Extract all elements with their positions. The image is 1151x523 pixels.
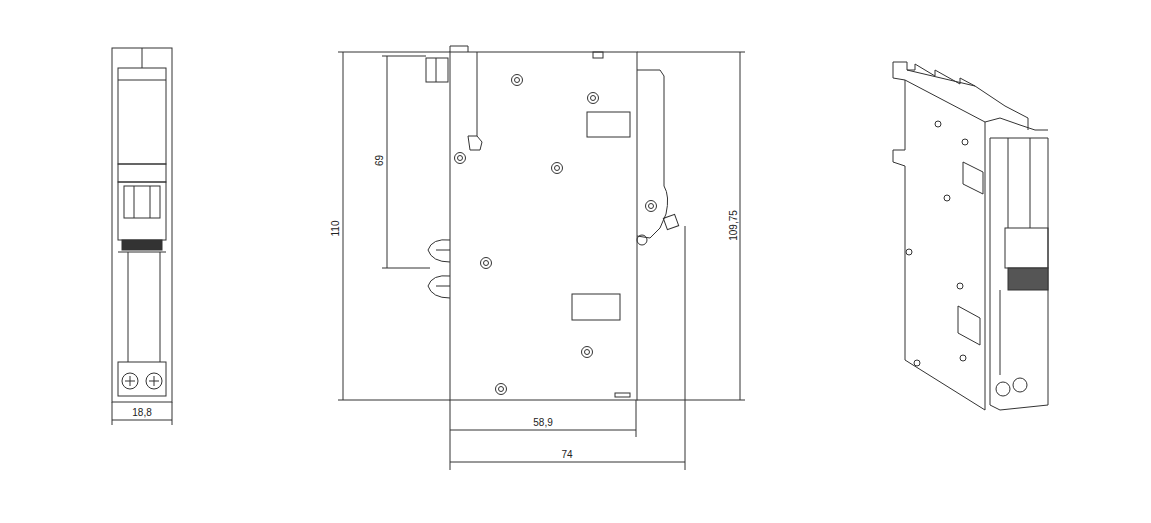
perspective-view-part: [960, 355, 966, 361]
front-view-part: [146, 373, 162, 389]
front-view-part: [130, 376, 131, 386]
side-view-part: [477, 52, 478, 136]
side-view-part: [450, 400, 451, 470]
perspective-view-part: [944, 195, 950, 201]
side-view-part: [515, 78, 520, 83]
perspective-view-part: [958, 306, 980, 345]
front-view-part: [150, 186, 151, 218]
side-view-part: [637, 235, 647, 245]
front-view-part: [122, 240, 162, 250]
side-view-part: [450, 430, 636, 431]
side-view-part: [593, 52, 603, 58]
front-view-part: [112, 420, 172, 421]
side-view: [338, 46, 745, 470]
perspective-view-part: [963, 162, 983, 194]
side-view-part: [649, 204, 654, 209]
dimension-label: 109,75: [728, 209, 739, 242]
side-view-part: [450, 462, 685, 463]
side-view-part: [740, 52, 741, 400]
side-view-part: [555, 166, 560, 171]
side-view-part: [572, 294, 620, 320]
side-view-part: [591, 96, 596, 101]
side-view-part: [481, 258, 492, 269]
perspective-view-part: [1008, 138, 1009, 228]
side-view-part: [436, 58, 437, 82]
dimension-label: 18,8: [131, 407, 152, 418]
dimension-label: 74: [560, 449, 573, 460]
side-view-part: [343, 52, 344, 400]
side-view-part: [338, 400, 450, 401]
perspective-view-part: [935, 121, 941, 127]
side-view-part: [587, 112, 630, 137]
side-view-part: [436, 250, 450, 251]
side-view-part: [436, 286, 450, 287]
front-view-part: [112, 48, 172, 402]
perspective-view-part: [905, 80, 985, 410]
side-view-part: [450, 52, 637, 400]
side-view-part: [428, 276, 450, 298]
side-view-part: [458, 156, 463, 161]
side-view-part: [636, 400, 637, 437]
side-view-part: [499, 387, 504, 392]
perspective-view-part: [1005, 228, 1048, 268]
perspective-view: [893, 62, 1048, 410]
side-view-part: [455, 153, 466, 164]
perspective-view-part: [1030, 138, 1031, 228]
perspective-view-part: [990, 138, 1048, 410]
perspective-view-part: [906, 249, 912, 255]
front-view-part: [118, 252, 166, 253]
side-view-part: [426, 58, 448, 82]
perspective-view-part: [957, 283, 963, 289]
front-view-part: [134, 186, 135, 218]
front-view-part: [118, 164, 166, 182]
front-view-part: [122, 373, 138, 389]
perspective-view-part: [996, 382, 1010, 396]
side-view-part: [663, 214, 678, 229]
dimension-label: 58,9: [532, 417, 553, 428]
side-view-part: [685, 226, 686, 470]
front-view-part: [172, 402, 173, 425]
side-view-part: [585, 350, 590, 355]
front-view: [112, 48, 172, 425]
side-view-part: [646, 201, 657, 212]
side-view-part: [468, 136, 482, 150]
perspective-view-part: [893, 78, 985, 410]
front-view-part: [118, 362, 166, 396]
side-view-part: [552, 163, 563, 174]
side-view-part: [512, 75, 523, 86]
side-view-part: [450, 46, 468, 52]
perspective-view-part: [962, 139, 968, 145]
front-view-part: [118, 68, 166, 164]
dimension-label: 69: [375, 153, 386, 166]
perspective-view-part: [1000, 290, 1001, 375]
side-view-part: [338, 52, 450, 53]
side-view-part: [582, 347, 593, 358]
front-view-part: [128, 252, 129, 362]
side-view-part: [382, 56, 426, 57]
dimension-label: 110: [330, 219, 341, 237]
side-view-part: [588, 93, 599, 104]
perspective-view-part: [985, 118, 1048, 130]
side-view-part: [615, 393, 630, 397]
front-view-part: [112, 402, 113, 425]
front-view-part: [142, 48, 143, 68]
side-view-part: [637, 52, 745, 53]
perspective-view-part: [893, 62, 894, 78]
front-view-part: [154, 376, 155, 386]
perspective-view-part: [1008, 268, 1048, 290]
side-view-part: [484, 261, 489, 266]
front-view-part: [118, 182, 166, 240]
front-view-part: [118, 80, 166, 81]
side-view-part: [637, 400, 745, 401]
side-view-part: [637, 70, 668, 238]
side-view-part: [387, 56, 388, 268]
side-view-part: [496, 384, 507, 395]
side-view-part: [428, 240, 450, 262]
front-view-part: [124, 186, 160, 218]
perspective-view-part: [1013, 378, 1027, 392]
front-view-part: [160, 252, 161, 362]
perspective-view-part: [914, 360, 920, 366]
side-view-part: [382, 268, 430, 269]
